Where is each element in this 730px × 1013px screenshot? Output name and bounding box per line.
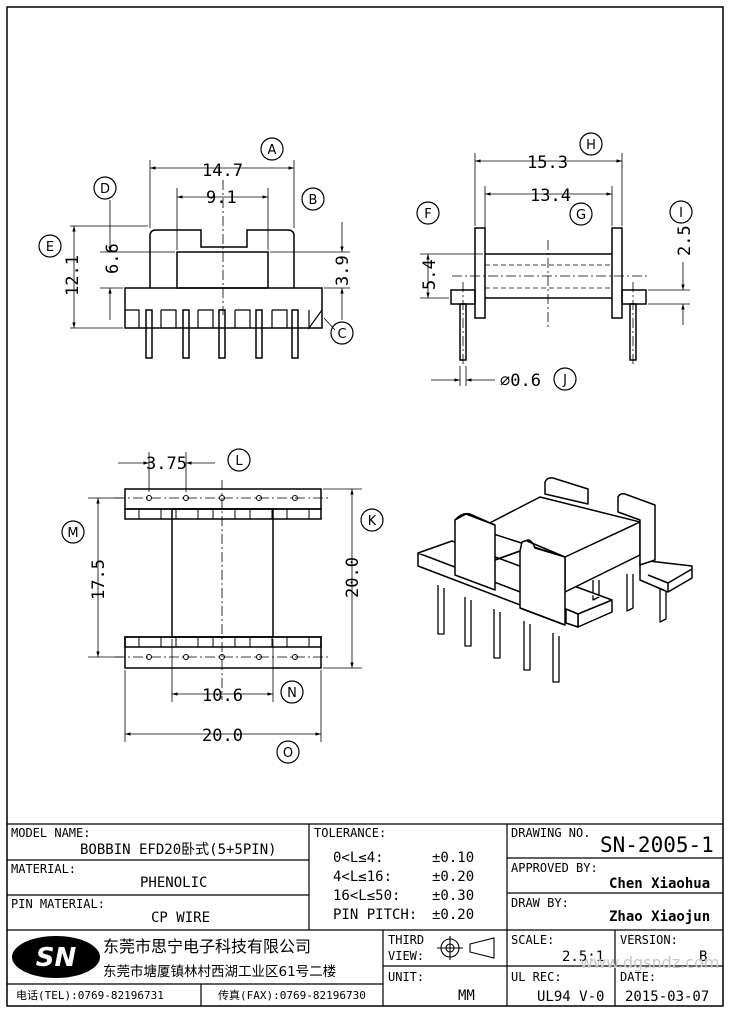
- callout-o-bubble: [276, 740, 300, 764]
- dim-g-text: 13.4: [530, 186, 571, 206]
- dim-j-text: ⌀0.6: [500, 371, 541, 391]
- callout-m-bubble: [61, 520, 85, 544]
- dim-i-text: 2.5: [675, 225, 695, 256]
- tolerance-value-3: ±0.30: [432, 888, 474, 904]
- callout-o-label: O: [283, 746, 293, 761]
- front-view: [70, 160, 350, 359]
- ul-rec-value: UL94 V-0: [537, 989, 604, 1005]
- callout-e-label: E: [46, 240, 54, 255]
- draw-by-label: DRAW BY:: [511, 896, 569, 910]
- company-address: 东莞市塘厦镇林村西湖工业区61号二楼: [103, 963, 336, 980]
- date-value: 2015-03-07: [625, 989, 709, 1005]
- callout-a-label: A: [268, 143, 277, 158]
- callout-e-bubble: [38, 234, 62, 258]
- callout-c-label: C: [337, 327, 346, 342]
- callout-i-label: I: [679, 206, 683, 221]
- bottom-bubbles: L M K N O: [61, 448, 384, 764]
- version-label: VERSION:: [620, 933, 678, 947]
- dim-39-text: 3.9: [333, 255, 353, 286]
- scale-value: 2.5:1: [562, 949, 604, 965]
- watermark: www.dgsndz.com: [580, 953, 719, 972]
- draw-by-value: Zhao Xiaojun: [609, 909, 710, 925]
- dim-n-text: 10.6: [202, 686, 243, 706]
- callout-h-bubble: [579, 132, 603, 156]
- third-angle-symbol: [437, 936, 495, 960]
- callout-l-label: L: [235, 454, 243, 469]
- callout-a-bubble: [260, 137, 284, 161]
- callout-d-label: D: [100, 182, 110, 197]
- sheet-border: [6, 6, 724, 1007]
- tolerance-range-1: 0<L≤4:: [333, 850, 384, 866]
- tolerance-value-2: ±0.20: [432, 869, 474, 885]
- callout-h-label: H: [586, 138, 596, 153]
- scale-label: SCALE:: [511, 933, 554, 947]
- dim-k-text: 20.0: [343, 557, 363, 598]
- isometric-view: [417, 477, 693, 683]
- dim-m-text: 17.5: [89, 559, 109, 600]
- logo-text: SN: [36, 943, 77, 973]
- callout-g-label: G: [576, 208, 586, 223]
- dim-a-text: 14.7: [202, 161, 243, 181]
- tolerance-range-4: PIN PITCH:: [333, 907, 417, 923]
- callout-j-label: J: [562, 373, 567, 388]
- date-label: DATE:: [620, 970, 656, 984]
- side-view: [420, 153, 690, 386]
- third-view-label-1: THIRD: [388, 933, 424, 947]
- callout-f-bubble: [416, 201, 440, 225]
- callout-i-bubble: [669, 200, 693, 224]
- tolerance-value-4: ±0.20: [432, 907, 474, 923]
- callout-c-bubble: [330, 321, 354, 345]
- dim-b-text: 9.1: [206, 188, 237, 208]
- model-name-value: BOBBIN EFD20卧式(5+5PIN): [80, 842, 277, 858]
- callout-k-bubble: [360, 508, 384, 532]
- callout-n-label: N: [287, 686, 297, 701]
- company-logo: SN: [12, 936, 100, 978]
- unit-label: UNIT:: [388, 970, 424, 984]
- company-tel: 电话(TEL):0769-82196731: [16, 989, 164, 1002]
- title-block: [7, 823, 723, 1006]
- callout-b-label: B: [309, 193, 318, 208]
- callout-g-bubble: [569, 202, 593, 226]
- company-name: 东莞市思宁电子科技有限公司: [103, 937, 311, 956]
- approved-by-value: Chen Xiaohua: [609, 876, 710, 892]
- callout-m-label: M: [67, 526, 78, 541]
- callout-d-bubble: [93, 176, 117, 200]
- model-name-label: MODEL NAME:: [11, 826, 90, 840]
- dim-e-text: 12.1: [63, 255, 83, 296]
- tolerance-label: TOLERANCE:: [314, 826, 386, 840]
- pin-material-label: PIN MATERIAL:: [11, 897, 105, 911]
- bottom-view: [88, 452, 362, 742]
- dim-o-text: 20.0: [202, 726, 243, 746]
- callout-b-bubble: [301, 187, 325, 211]
- company-fax: 传真(FAX):0769-82196730: [218, 988, 366, 1002]
- front-bubbles: A B C D E: [38, 137, 354, 345]
- material-label: MATERIAL:: [11, 862, 76, 876]
- drawing-no-label: DRAWING NO.: [511, 826, 590, 840]
- material-value: PHENOLIC: [140, 875, 207, 891]
- tolerance-range-2: 4<L≤16:: [333, 869, 392, 885]
- callout-k-label: K: [368, 514, 377, 529]
- tolerance-range-3: 16<L≤50:: [333, 888, 400, 904]
- side-bubbles: H G F I J: [416, 132, 693, 391]
- callout-l-bubble: [227, 448, 251, 472]
- tolerance-value-1: ±0.10: [432, 850, 474, 866]
- unit-value: MM: [458, 988, 475, 1004]
- ul-rec-label: UL REC:: [511, 970, 562, 984]
- callout-j-bubble: [553, 367, 577, 391]
- version-value: B: [699, 949, 707, 965]
- dim-f-text: 5.4: [420, 259, 440, 290]
- drawing-no-value: SN-2005-1: [600, 833, 714, 857]
- third-view-label-2: VIEW:: [388, 949, 424, 963]
- callout-f-label: F: [424, 207, 431, 222]
- dim-l-text: 3.75: [146, 454, 187, 474]
- approved-by-label: APPROVED BY:: [511, 861, 598, 875]
- pin-material-value: CP WIRE: [151, 910, 210, 926]
- callout-n-bubble: [280, 680, 304, 704]
- dim-d-text: 6.6: [103, 243, 123, 274]
- dim-h-text: 15.3: [527, 153, 568, 173]
